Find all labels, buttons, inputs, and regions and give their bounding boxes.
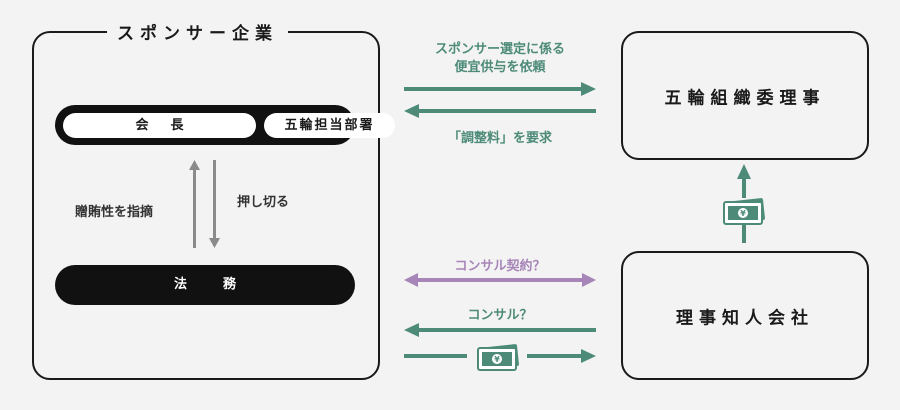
organizing-board-label: 五輪組織委理事 — [664, 88, 826, 108]
sponsor-company-title: スポンサー企業 — [107, 19, 288, 44]
push-down-arrow — [209, 160, 220, 248]
president-label: 会長 — [63, 113, 256, 138]
bribery-point-label: 贈賄性を指摘 — [75, 205, 154, 220]
request-arrow — [404, 82, 596, 96]
upward-money-arrow — [737, 164, 751, 243]
money-flow-arrow — [404, 349, 596, 363]
svg-text:¥: ¥ — [494, 355, 500, 364]
push-through-label: 押し切る — [237, 195, 290, 210]
consult-label: コンサル？ — [467, 308, 533, 323]
sponsor-company-box — [32, 31, 380, 380]
director-acquaintance-company-box: 理事知人会社 — [621, 251, 869, 380]
consult-contract-arrow — [404, 273, 596, 287]
pressure-up-arrow — [189, 160, 200, 248]
legal-dept-bar: 法務 — [55, 265, 355, 305]
director-company-label: 理事知人会社 — [676, 308, 814, 328]
svg-text:¥: ¥ — [740, 209, 746, 218]
request-label-line1: スポンサー選定に係る — [434, 42, 565, 57]
demand-fee-label: 「調整料」を要求 — [447, 131, 552, 146]
olympics-dept-label: 五輪担当部署 — [264, 113, 395, 138]
consult-contract-label: コンサル契約？ — [454, 259, 546, 274]
organizing-board-box: 五輪組織委理事 — [621, 31, 869, 160]
consult-arrow — [404, 323, 596, 337]
executive-bar: 会長 五輪担当部署 — [55, 105, 395, 145]
request-label-line2: 便宜供与を依頼 — [454, 60, 546, 75]
money-icon: ¥ — [723, 198, 765, 225]
demand-arrow — [404, 104, 596, 118]
money-icon: ¥ — [477, 344, 519, 371]
